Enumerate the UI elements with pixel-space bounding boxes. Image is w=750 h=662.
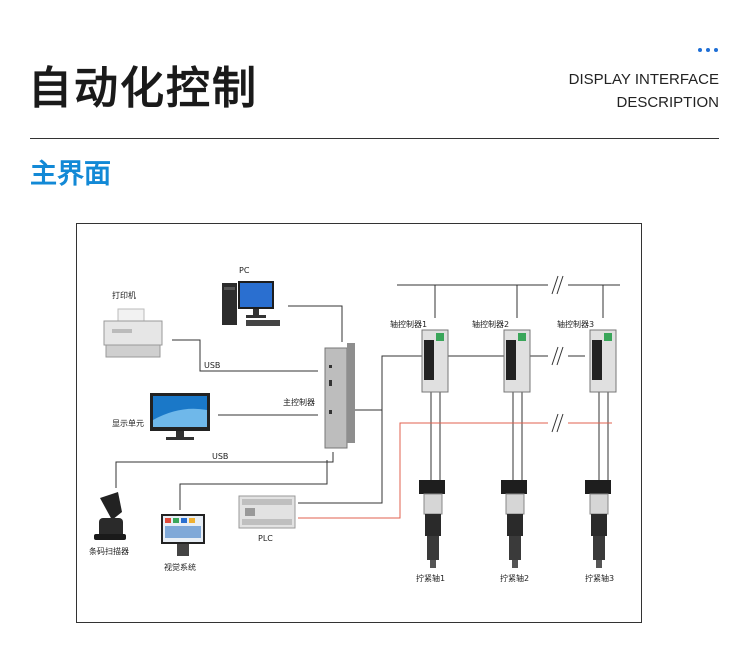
usb-bottom-label: USB — [212, 452, 228, 461]
printer-icon — [103, 308, 163, 358]
tightening-axis-2-label: 拧紧轴2 — [500, 573, 529, 583]
usb-top-label: USB — [204, 361, 220, 370]
barcode-scanner-icon — [94, 492, 126, 540]
plc-icon — [238, 495, 296, 529]
diagram-frame — [76, 223, 642, 623]
dots-icon — [698, 48, 718, 52]
header-divider — [30, 138, 719, 139]
tightening-axis-2-icon — [501, 480, 527, 568]
tightening-axis-3-label: 拧紧轴3 — [585, 573, 614, 583]
tightening-axis-1-label: 拧紧轴1 — [416, 573, 445, 583]
axis-controller-2-label: 轴控制器2 — [472, 319, 509, 329]
subtitle-line-2: DESCRIPTION — [616, 94, 719, 111]
tightening-axis-3-icon — [585, 480, 611, 568]
printer-label: 打印机 — [112, 290, 136, 300]
main-controller-icon — [324, 343, 355, 449]
axis-controller-3-label: 轴控制器3 — [557, 319, 594, 329]
plc-label: PLC — [258, 534, 273, 543]
page-subtitle: DISPLAY INTERFACE DESCRIPTION — [569, 68, 719, 114]
axis-controller-2-icon — [503, 329, 531, 393]
subtitle-line-1: DISPLAY INTERFACE — [568, 71, 719, 88]
section-title: 主界面 — [30, 159, 111, 190]
vision-label: 视觉系统 — [164, 562, 196, 572]
display-unit-icon — [150, 393, 210, 440]
axis-controller-3-icon — [589, 329, 617, 393]
red-signal-lines — [298, 422, 612, 519]
break-marks — [551, 275, 564, 433]
display-unit-label: 显示单元 — [112, 418, 144, 428]
vision-system-icon — [161, 514, 205, 556]
axis-controller-1-icon — [421, 329, 449, 393]
pc-icon — [222, 281, 280, 326]
page-title: 自动化控制 — [28, 63, 258, 114]
scanner-label: 条码扫描器 — [89, 546, 129, 556]
main-controller-label: 主控制器 — [283, 397, 315, 407]
tightening-axis-1-icon — [419, 480, 445, 568]
axis-controller-1-label: 轴控制器1 — [390, 319, 427, 329]
pc-label: PC — [239, 266, 250, 275]
connection-lines — [115, 284, 620, 510]
